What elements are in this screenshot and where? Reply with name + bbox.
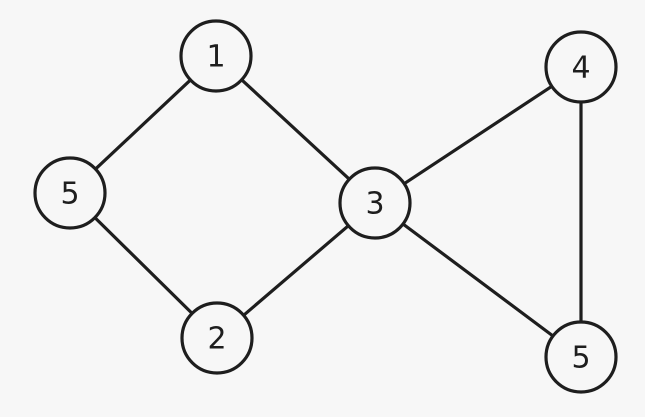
- edge-n3-n5b: [401, 222, 555, 338]
- node-label: 5: [571, 341, 590, 376]
- node-circle: [180, 301, 254, 375]
- node-label: 4: [571, 51, 590, 86]
- node-circle: [33, 156, 107, 230]
- node-5-left: 5: [33, 156, 107, 230]
- edge-n3-n4: [402, 84, 554, 186]
- edge-n1-n5a: [93, 78, 193, 171]
- edges-layer: [93, 78, 583, 338]
- node-circle: [544, 320, 618, 394]
- node-4: 4: [544, 30, 618, 104]
- node-circle: [179, 19, 253, 93]
- node-2: 2: [180, 301, 254, 375]
- node-1: 1: [179, 19, 253, 93]
- nodes-layer: 1 5 2 3 4 5: [33, 19, 618, 394]
- edge-n2-n3: [242, 224, 350, 317]
- node-circle: [338, 166, 412, 240]
- node-label: 5: [60, 177, 79, 212]
- node-circle: [544, 30, 618, 104]
- node-5-right: 5: [544, 320, 618, 394]
- node-label: 3: [365, 187, 384, 222]
- node-3: 3: [338, 166, 412, 240]
- node-label: 2: [207, 322, 226, 357]
- edge-n1-n3: [240, 78, 351, 181]
- node-label: 1: [206, 40, 225, 75]
- edge-n5a-n2: [93, 216, 194, 315]
